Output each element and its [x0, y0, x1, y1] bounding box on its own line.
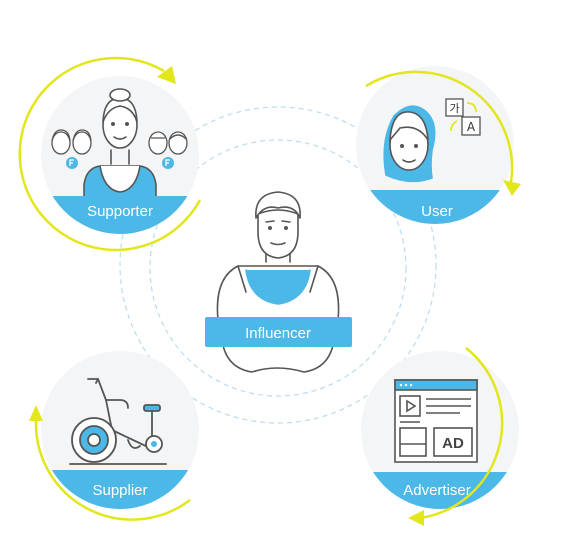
- influencer-label: Influencer: [245, 325, 311, 342]
- supplier-label: Supplier: [92, 482, 147, 499]
- arrow-head-icon: [408, 510, 424, 526]
- exercise-bike-icon: [69, 378, 167, 465]
- influencer-man-icon: [216, 191, 340, 373]
- translate-glyph-korean: 가: [449, 102, 459, 115]
- influencer-label-box: [205, 317, 352, 347]
- outer-dashed-ring: [119, 106, 437, 424]
- yellow-arc: [34, 419, 191, 521]
- f-logo-badge-icon: [66, 157, 174, 169]
- dashed-rings: [119, 106, 437, 424]
- user-label: User: [421, 203, 453, 220]
- node-influencer: Influencer: [205, 191, 352, 373]
- yellow-arc: [365, 70, 514, 183]
- node-supporter: Supporter: [18, 56, 202, 252]
- translate-glyph-latin: A: [467, 120, 476, 134]
- node-user: 가 A User: [356, 66, 521, 224]
- supporter-label: Supporter: [87, 203, 153, 220]
- advertiser-label: Advertiser: [403, 482, 471, 499]
- arrow-head-icon: [29, 405, 43, 421]
- translate-icon: 가 A: [445, 98, 481, 136]
- woman-supporter-icon: [83, 88, 157, 206]
- web-ad-window-icon: [394, 379, 478, 463]
- yellow-arc: [18, 56, 202, 252]
- arrow-head-icon: [503, 180, 521, 196]
- user-face-icon: [383, 105, 436, 183]
- yellow-arc: [419, 347, 504, 520]
- inner-dashed-ring: [149, 139, 407, 397]
- node-supplier: Supplier: [29, 351, 199, 521]
- arrow-head-icon: [157, 66, 176, 84]
- node-advertiser: AD Advertiser: [361, 347, 519, 526]
- ad-text: AD: [442, 435, 464, 452]
- small-face-icon: [51, 129, 188, 155]
